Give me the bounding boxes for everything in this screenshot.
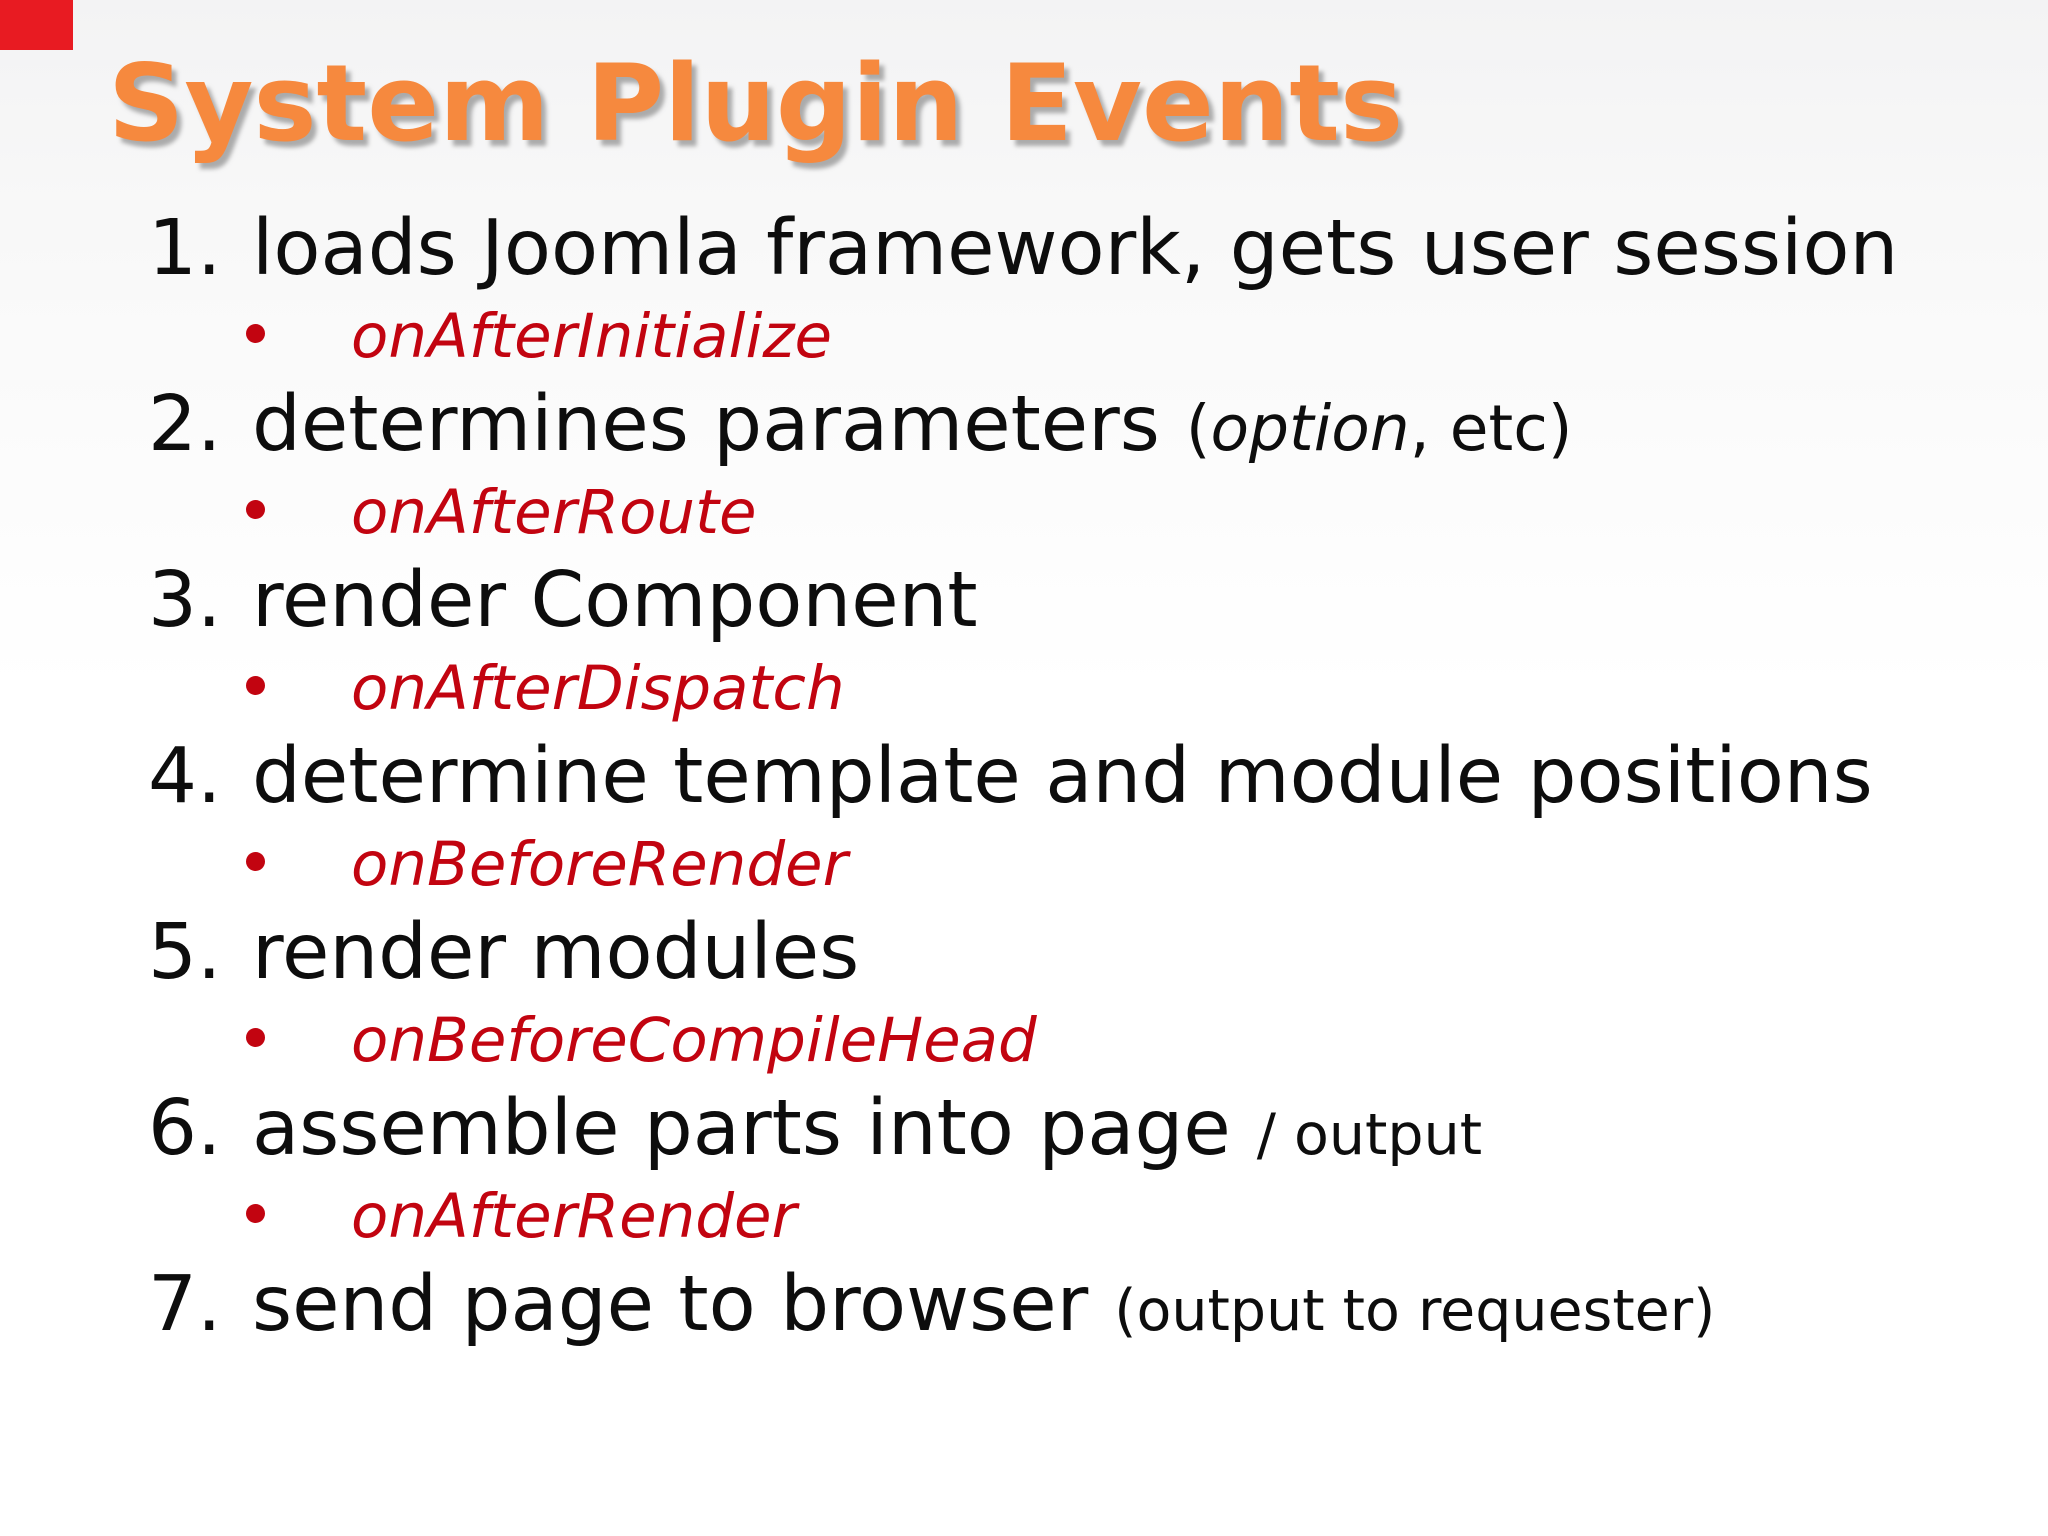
event-name: onBeforeRender <box>351 829 848 900</box>
event-name: onAfterRender <box>351 1181 797 1252</box>
event-line: onBeforeCompileHead <box>0 997 2048 1085</box>
step-number: 4. <box>148 732 222 821</box>
step-text: send page to browser <box>252 1260 1089 1349</box>
step-text: render modules <box>252 908 860 997</box>
step-number: 6. <box>148 1084 222 1173</box>
event-name: onAfterDispatch <box>351 653 845 724</box>
step-number: 5. <box>148 908 222 997</box>
step-number: 2. <box>148 380 222 469</box>
step-number: 1. <box>148 204 222 293</box>
event-line: onAfterInitialize <box>0 293 2048 381</box>
bullet-icon <box>246 852 265 871</box>
step-line: 2. determines parameters (option, etc) <box>0 381 2048 469</box>
bullet-icon <box>246 500 265 519</box>
step-line: 3. render Component <box>0 557 2048 645</box>
event-line: onAfterDispatch <box>0 645 2048 733</box>
step-suffix: / output <box>1256 1102 1483 1168</box>
event-steps-list: 1. loads Joomla framework, gets user sess… <box>0 205 2048 1349</box>
red-corner-marker <box>0 0 73 50</box>
step-suffix: ( <box>1185 392 1211 465</box>
step-line: 5. render modules <box>0 909 2048 997</box>
bullet-icon <box>246 1204 265 1223</box>
step-text: render Component <box>252 556 978 645</box>
step-line: 6. assemble parts into page / output <box>0 1085 2048 1173</box>
event-name: onAfterRoute <box>351 477 757 548</box>
step-text: assemble parts into page <box>252 1084 1231 1173</box>
step-suffix: (output to requester) <box>1114 1278 1716 1344</box>
step-suffix: option <box>1210 392 1410 465</box>
bullet-icon <box>246 324 265 343</box>
bullet-icon <box>246 676 265 695</box>
step-text: determine template and module positions <box>252 732 1873 821</box>
page-title: System Plugin Events <box>108 42 1404 165</box>
step-number: 3. <box>148 556 222 645</box>
step-text: determines parameters <box>252 380 1160 469</box>
bullet-icon <box>246 1028 265 1047</box>
event-name: onBeforeCompileHead <box>351 1005 1037 1076</box>
step-line: 1. loads Joomla framework, gets user sess… <box>0 205 2048 293</box>
event-line: onAfterRender <box>0 1173 2048 1261</box>
event-line: onAfterRoute <box>0 469 2048 557</box>
step-number: 7. <box>148 1260 222 1349</box>
step-text: loads Joomla framework, gets user sessio… <box>252 204 1899 293</box>
event-line: onBeforeRender <box>0 821 2048 909</box>
event-name: onAfterInitialize <box>351 301 833 372</box>
step-line: 4. determine template and module position… <box>0 733 2048 821</box>
step-suffix: , etc) <box>1409 392 1573 465</box>
step-line: 7. send page to browser (output to request… <box>0 1261 2048 1349</box>
